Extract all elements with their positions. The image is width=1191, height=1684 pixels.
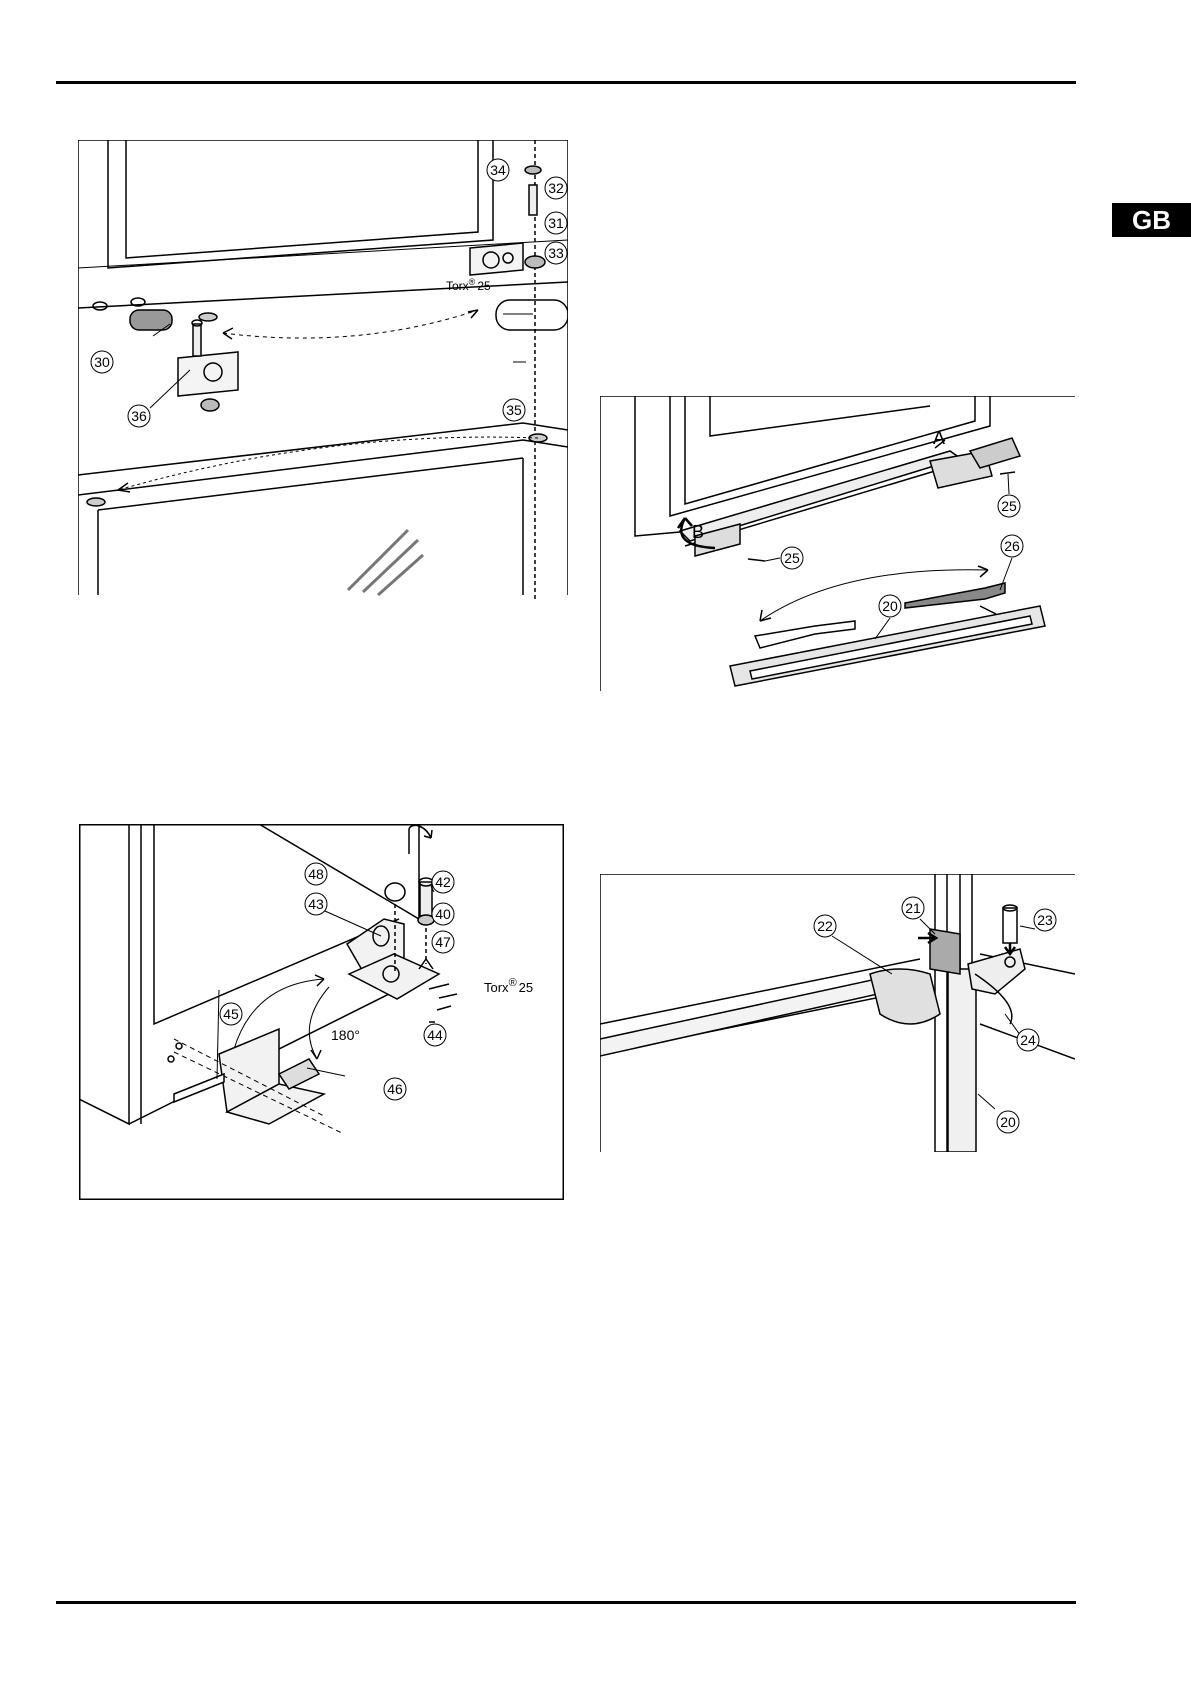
figure-lower-hinge: 48 42 43 40 47 45 44 46 Torx®25 180° [79,824,564,1200]
torx-label: Torx®25 [446,277,491,293]
callout: 33 [548,245,564,261]
header-rule [56,81,1076,84]
figure-door-rail: A B 25 25 26 20 [600,396,1075,691]
callout: 26 [1004,538,1020,554]
angle-label: 180° [331,1027,360,1043]
footer-rule [56,1601,1076,1604]
figure-top-hinge-drawing: 34 32 31 33 30 36 35 Torx®25 [78,140,568,600]
figure-door-rail-callouts: 25 25 26 20 [780,494,1024,618]
torx-label: Torx®25 [484,977,533,995]
callout: 46 [387,1081,403,1097]
callout: 47 [435,934,451,950]
figure-door-rail-drawing: A B 25 25 26 20 [600,396,1075,691]
figure-lower-hinge-callouts: 48 42 43 40 47 45 44 46 [219,862,455,1101]
callout: 44 [427,1027,443,1043]
callout: 20 [1000,1114,1016,1130]
callout: 40 [435,906,451,922]
callout: 43 [308,896,324,912]
language-tab: GB [1112,203,1191,237]
callout: 35 [506,402,522,418]
figure-rail-hinge-drawing: 21 22 23 24 20 [600,874,1075,1152]
callout: 31 [548,215,564,231]
figure-top-hinge: 34 32 31 33 30 36 35 Torx®25 [78,140,568,600]
callout: 25 [784,550,800,566]
figure-rail-hinge: 21 22 23 24 20 [600,874,1075,1152]
callout: 48 [308,866,324,882]
callout: 36 [131,408,147,424]
callout: 30 [94,354,110,370]
callout: 21 [905,900,921,916]
callout: 42 [435,874,451,890]
callout: 25 [1001,498,1017,514]
label-b: B [692,522,704,542]
label-a: A [933,428,945,448]
callout: 24 [1020,1032,1036,1048]
callout: 22 [817,918,833,934]
figure-rail-hinge-callouts: 21 22 23 24 20 [813,896,1057,1134]
callout: 23 [1037,912,1053,928]
callout: 45 [223,1006,239,1022]
figure-top-hinge-callouts: 34 32 31 33 30 36 35 [90,158,568,428]
figure-lower-hinge-drawing: 48 42 43 40 47 45 44 46 Torx®25 180° [79,824,564,1200]
callout: 32 [548,180,564,196]
callout: 20 [882,598,898,614]
callout: 34 [490,162,506,178]
